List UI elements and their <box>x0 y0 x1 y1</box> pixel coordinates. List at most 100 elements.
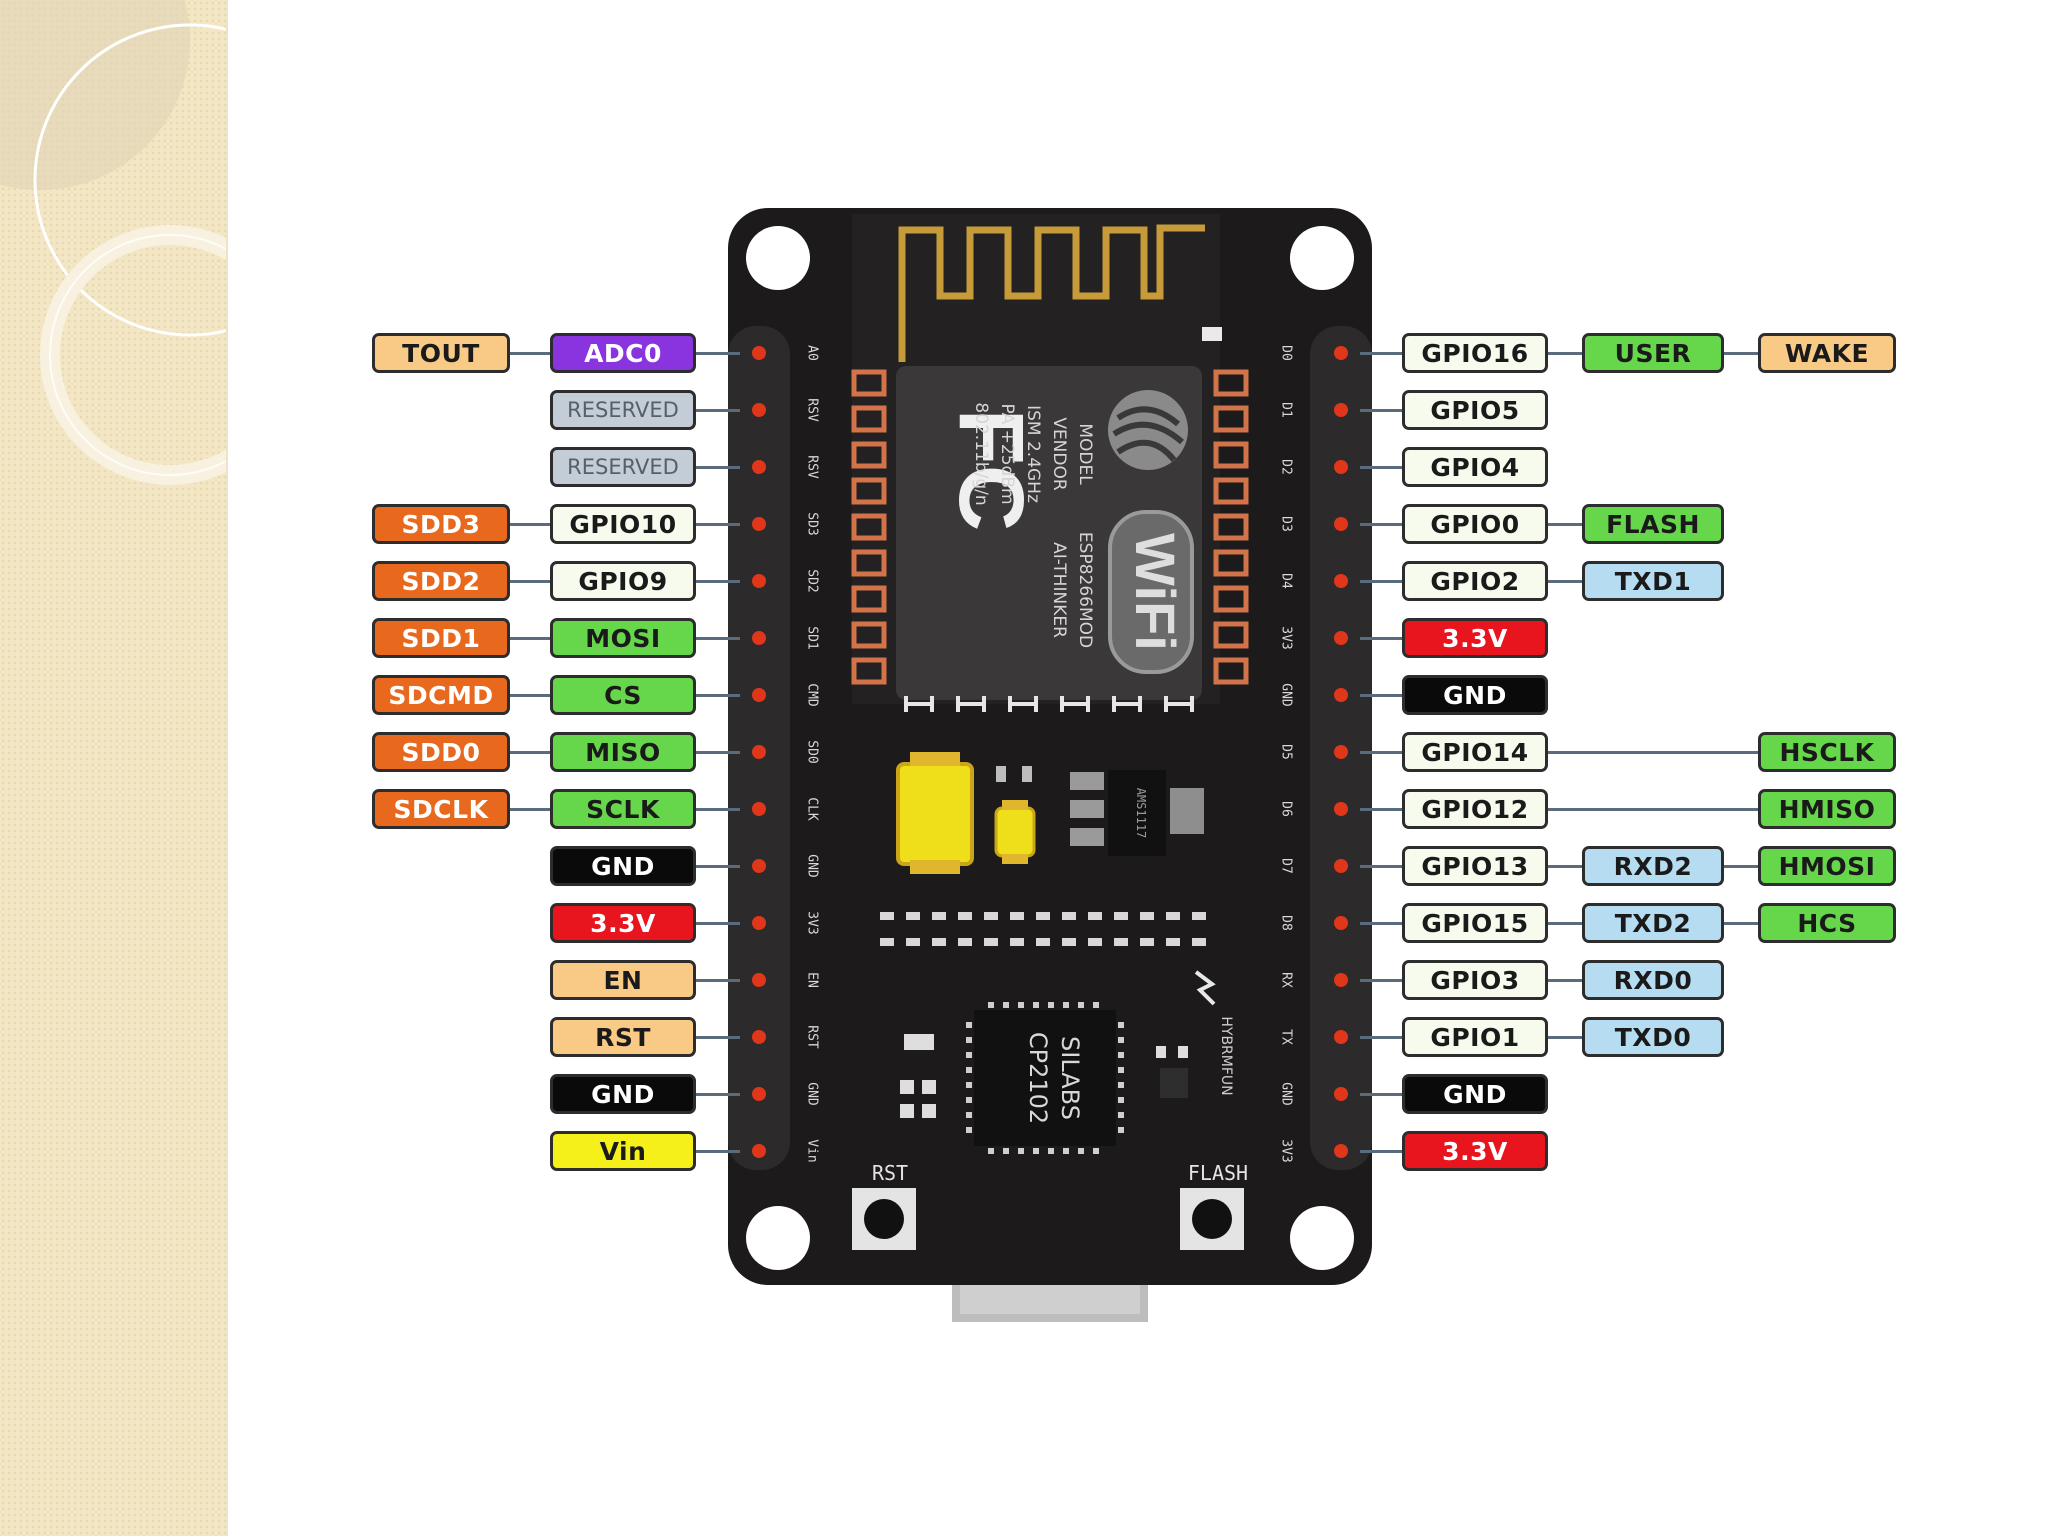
connector-line <box>696 409 740 412</box>
connector-line <box>696 979 740 982</box>
pin-dot <box>1334 460 1348 474</box>
connector-line <box>696 1150 740 1153</box>
silk-label: D5 <box>1279 744 1294 760</box>
connector-line <box>1548 865 1582 868</box>
svg-text:WiFi: WiFi <box>1124 533 1187 651</box>
pin-label-flash: FLASH <box>1582 504 1724 544</box>
pin-label-gpio9: GPIO9 <box>550 561 696 601</box>
slide-decoration <box>0 0 226 1536</box>
pin-label-3-3v: 3.3V <box>1402 618 1548 658</box>
pin-label-gpio5: GPIO5 <box>1402 390 1548 430</box>
silk-label: SD1 <box>805 626 820 649</box>
connector-line <box>1548 352 1582 355</box>
mounting-hole <box>1290 226 1354 290</box>
pin-dot <box>1334 1087 1348 1101</box>
connector-line <box>1360 637 1402 640</box>
connector-line <box>510 751 550 754</box>
pin-label-gpio15: GPIO15 <box>1402 903 1548 943</box>
silk-label: SD3 <box>805 512 820 535</box>
connector-line <box>1548 808 1758 811</box>
connector-line <box>1548 580 1582 583</box>
pin-label-3-3v: 3.3V <box>550 903 696 943</box>
connector-line <box>696 637 740 640</box>
pin-dot <box>752 688 766 702</box>
connector-line <box>1360 1150 1402 1153</box>
connector-line <box>510 637 550 640</box>
connector-line <box>1548 979 1582 982</box>
pin-label-gnd: GND <box>1402 1074 1548 1114</box>
decorative-rings <box>0 0 226 485</box>
pin-label-gpio13: GPIO13 <box>1402 846 1548 886</box>
silk-label: D4 <box>1279 573 1294 589</box>
pin-label-sclk: SCLK <box>550 789 696 829</box>
voltage-regulator <box>1108 770 1166 856</box>
mounting-hole <box>746 226 810 290</box>
connector-line <box>696 922 740 925</box>
connector-line <box>510 580 550 583</box>
connector-line <box>1548 922 1582 925</box>
svg-text:MODEL: MODEL <box>1075 423 1095 485</box>
silk-label: GND <box>1279 1082 1294 1106</box>
silk-label: RSV <box>805 398 820 422</box>
pin-label-hsclk: HSCLK <box>1758 732 1896 772</box>
connector-line <box>696 1093 740 1096</box>
silk-label: 3V3 <box>805 911 820 934</box>
pin-label-adc0: ADC0 <box>550 333 696 373</box>
pin-label-sdd1: SDD1 <box>372 618 510 658</box>
silk-label: SD2 <box>805 569 820 592</box>
pin-label-en: EN <box>550 960 696 1000</box>
pin-dot <box>1334 403 1348 417</box>
pin-dot <box>752 973 766 987</box>
pin-label-reserved: RESERVED <box>550 390 696 430</box>
pin-label-tout: TOUT <box>372 333 510 373</box>
svg-text:PA +25dBm: PA +25dBm <box>997 403 1017 504</box>
pin-label-sdd0: SDD0 <box>372 732 510 772</box>
svg-text:FLASH: FLASH <box>1188 1161 1248 1185</box>
pin-label-sdclk: SDCLK <box>372 789 510 829</box>
pin-label-gpio2: GPIO2 <box>1402 561 1548 601</box>
silk-label: D3 <box>1279 516 1294 532</box>
pin-label-gpio3: GPIO3 <box>1402 960 1548 1000</box>
connector-line <box>696 466 740 469</box>
pin-label-gnd: GND <box>1402 675 1548 715</box>
connector-line <box>1360 694 1402 697</box>
pin-label-txd1: TXD1 <box>1582 561 1724 601</box>
pin-label-gpio12: GPIO12 <box>1402 789 1548 829</box>
svg-text:VENDOR: VENDOR <box>1049 417 1069 491</box>
pin-label-gpio14: GPIO14 <box>1402 732 1548 772</box>
pin-dot <box>1334 517 1348 531</box>
antenna-trace <box>898 224 1205 362</box>
silk-label: SD0 <box>805 740 820 763</box>
silk-label: CMD <box>805 683 820 707</box>
svg-text:802.11b/g/n: 802.11b/g/n <box>971 402 991 505</box>
pin-label-gpio4: GPIO4 <box>1402 447 1548 487</box>
pin-dot <box>752 1144 766 1158</box>
silk-label: GND <box>1279 683 1294 707</box>
svg-text:AMS1117: AMS1117 <box>1134 788 1148 839</box>
pin-label-gpio10: GPIO10 <box>550 504 696 544</box>
pin-label-reserved: RESERVED <box>550 447 696 487</box>
pin-dot <box>752 574 766 588</box>
pin-label-rxd2: RXD2 <box>1582 846 1724 886</box>
pin-dot <box>752 346 766 360</box>
connector-line <box>696 1036 740 1039</box>
slide-border <box>226 0 228 1536</box>
pin-label-hmiso: HMISO <box>1758 789 1896 829</box>
svg-text:ISM 2.4GHz: ISM 2.4GHz <box>1023 405 1043 503</box>
connector-line <box>696 694 740 697</box>
connector-line <box>510 808 550 811</box>
pin-dot <box>752 745 766 759</box>
pin-dot <box>1334 631 1348 645</box>
silk-label: GND <box>805 854 820 878</box>
pin-label-rst: RST <box>550 1017 696 1057</box>
pin-label-gpio1: GPIO1 <box>1402 1017 1548 1057</box>
connector-line <box>696 808 740 811</box>
pin-dot <box>752 859 766 873</box>
pin-dot <box>752 631 766 645</box>
pin-label-sdd3: SDD3 <box>372 504 510 544</box>
pin-label-txd0: TXD0 <box>1582 1017 1724 1057</box>
connector-line <box>696 751 740 754</box>
silk-label: RX <box>1279 972 1294 988</box>
pin-label-gnd: GND <box>550 846 696 886</box>
